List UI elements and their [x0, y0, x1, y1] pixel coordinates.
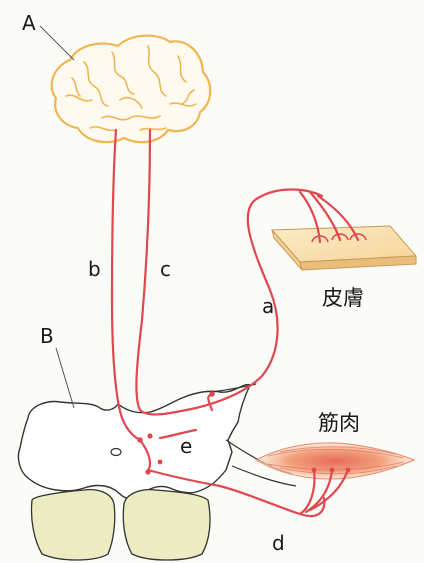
terminal-1 [209, 391, 215, 397]
skin-patch [272, 226, 416, 270]
label-B: B [40, 324, 54, 348]
left-ventral-column [31, 490, 114, 560]
label-c: c [160, 257, 171, 281]
label-b: b [88, 257, 101, 281]
label-skin: 皮膚 [322, 286, 364, 310]
right-ventral-column [123, 490, 210, 560]
muscle [256, 443, 414, 479]
label-A-leader [40, 26, 74, 60]
nerve-c [136, 130, 262, 414]
terminal-2 [137, 437, 143, 443]
terminal-5 [158, 460, 163, 465]
label-muscle: 筋肉 [318, 411, 360, 435]
muscle-end-3 [346, 468, 351, 473]
terminal-3 [147, 433, 152, 438]
spinal-cord-section [18, 385, 250, 560]
brain-outline [52, 36, 211, 143]
brain [52, 36, 211, 143]
nerve-a [248, 190, 322, 377]
label-e: e [180, 434, 192, 458]
label-B-leader [56, 348, 74, 408]
label-d: d [272, 531, 285, 555]
muscle-end-2 [330, 468, 335, 473]
central-canal [111, 449, 121, 456]
label-a: a [262, 294, 274, 318]
label-A: A [22, 11, 36, 35]
terminal-4 [145, 469, 150, 474]
muscle-end-1 [312, 468, 317, 473]
